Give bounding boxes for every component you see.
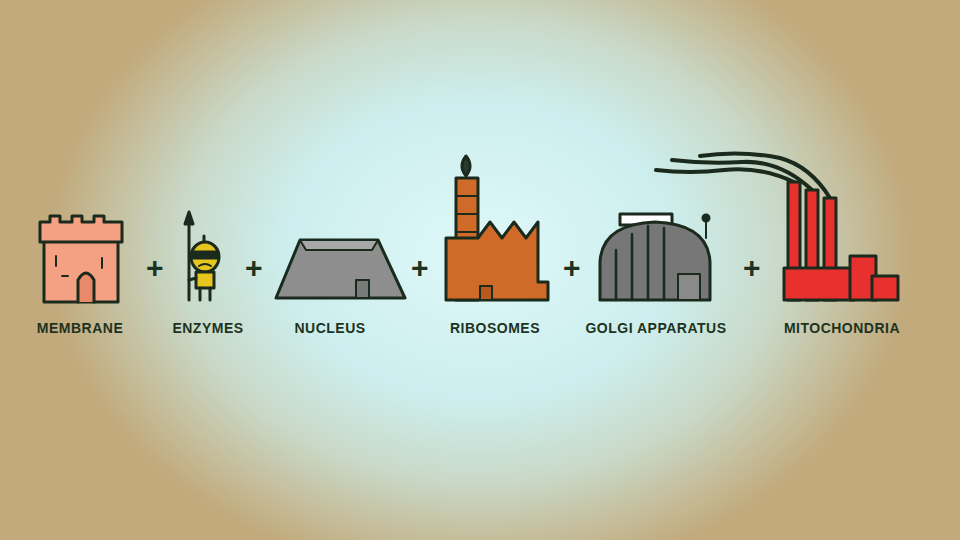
factory-door	[480, 286, 492, 300]
plus-sign: +	[245, 251, 263, 285]
plus-sign: +	[411, 251, 429, 285]
chimney-flame	[462, 156, 470, 176]
plant-block	[872, 276, 898, 300]
soldier-limbs	[189, 278, 210, 300]
tower-marks	[56, 256, 102, 276]
antenna	[705, 220, 707, 238]
chimney-bands	[456, 196, 478, 232]
battlements	[40, 216, 122, 242]
hangar-body	[600, 222, 710, 300]
plant-block	[784, 268, 854, 300]
helmet-head	[191, 242, 219, 272]
soldier-body	[196, 272, 214, 288]
castle-tower	[40, 216, 122, 302]
organelle-label: NUCLEUS	[294, 320, 365, 336]
mouth	[199, 264, 211, 266]
organelle-label: MEMBRANE	[37, 320, 123, 336]
bunker-door	[356, 280, 369, 298]
spear-tip	[185, 212, 193, 224]
antenna-tip	[703, 215, 709, 221]
plus-sign: +	[743, 251, 761, 285]
organelle-label: GOLGI APPARATUS	[585, 320, 726, 336]
golgi-hangar	[600, 214, 710, 300]
organelle-label: RIBOSOMES	[450, 320, 540, 336]
organelle-label: MITOCHONDRIA	[784, 320, 900, 336]
ribosome-factory	[446, 156, 548, 300]
smoke-trail	[656, 169, 794, 182]
enzyme-soldier	[185, 212, 219, 300]
plus-sign: +	[146, 251, 164, 285]
plus-sign: +	[563, 251, 581, 285]
hangar-door	[678, 274, 700, 300]
bunker-roof	[300, 240, 378, 250]
bunker-body	[276, 240, 405, 298]
visor	[192, 252, 218, 258]
factory-hall	[446, 222, 548, 300]
tower-door	[78, 273, 94, 302]
hangar-ribs	[616, 226, 664, 300]
nucleus-bunker	[276, 240, 405, 298]
power-plant	[656, 153, 898, 300]
organelle-label: ENZYMES	[172, 320, 243, 336]
tower-body	[44, 238, 118, 302]
